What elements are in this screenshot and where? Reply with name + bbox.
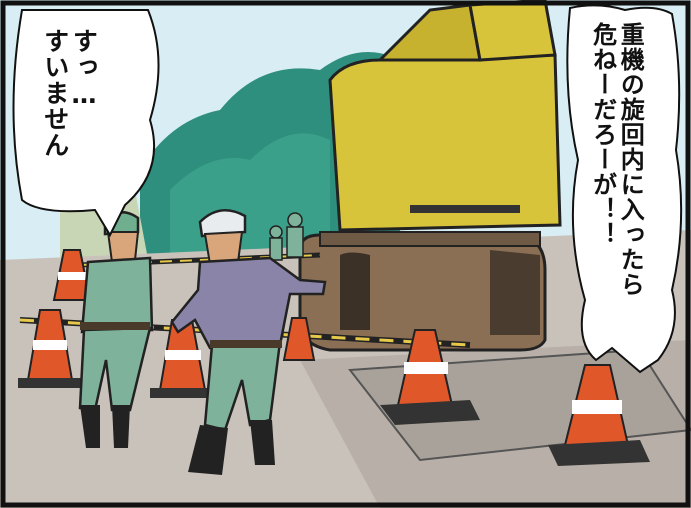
speech-bubble-left <box>12 9 160 238</box>
worker-apology-text: すっ… すいません <box>40 28 99 208</box>
hard-hat-icon <box>198 209 247 238</box>
traffic-cone <box>380 329 480 425</box>
foreman-warning-line: 重機の旋回内に入ったら <box>616 22 645 297</box>
worker-apology-line: すっ… <box>69 28 99 110</box>
foreman-warning-line: 危ねーだろーが！！ <box>588 22 617 247</box>
foreman-warning-text: 重機の旋回内に入ったら 危ねーだろーが！！ <box>588 22 645 342</box>
traffic-cone <box>548 364 650 466</box>
bowing-worker <box>78 211 154 448</box>
foreman <box>170 209 327 475</box>
excavator <box>298 0 562 352</box>
worker-apology-line: すいません <box>40 28 70 158</box>
traffic-cone <box>18 309 82 388</box>
background-workers <box>269 212 304 261</box>
speech-bubble-right <box>566 4 683 374</box>
traffic-cone <box>282 317 316 361</box>
